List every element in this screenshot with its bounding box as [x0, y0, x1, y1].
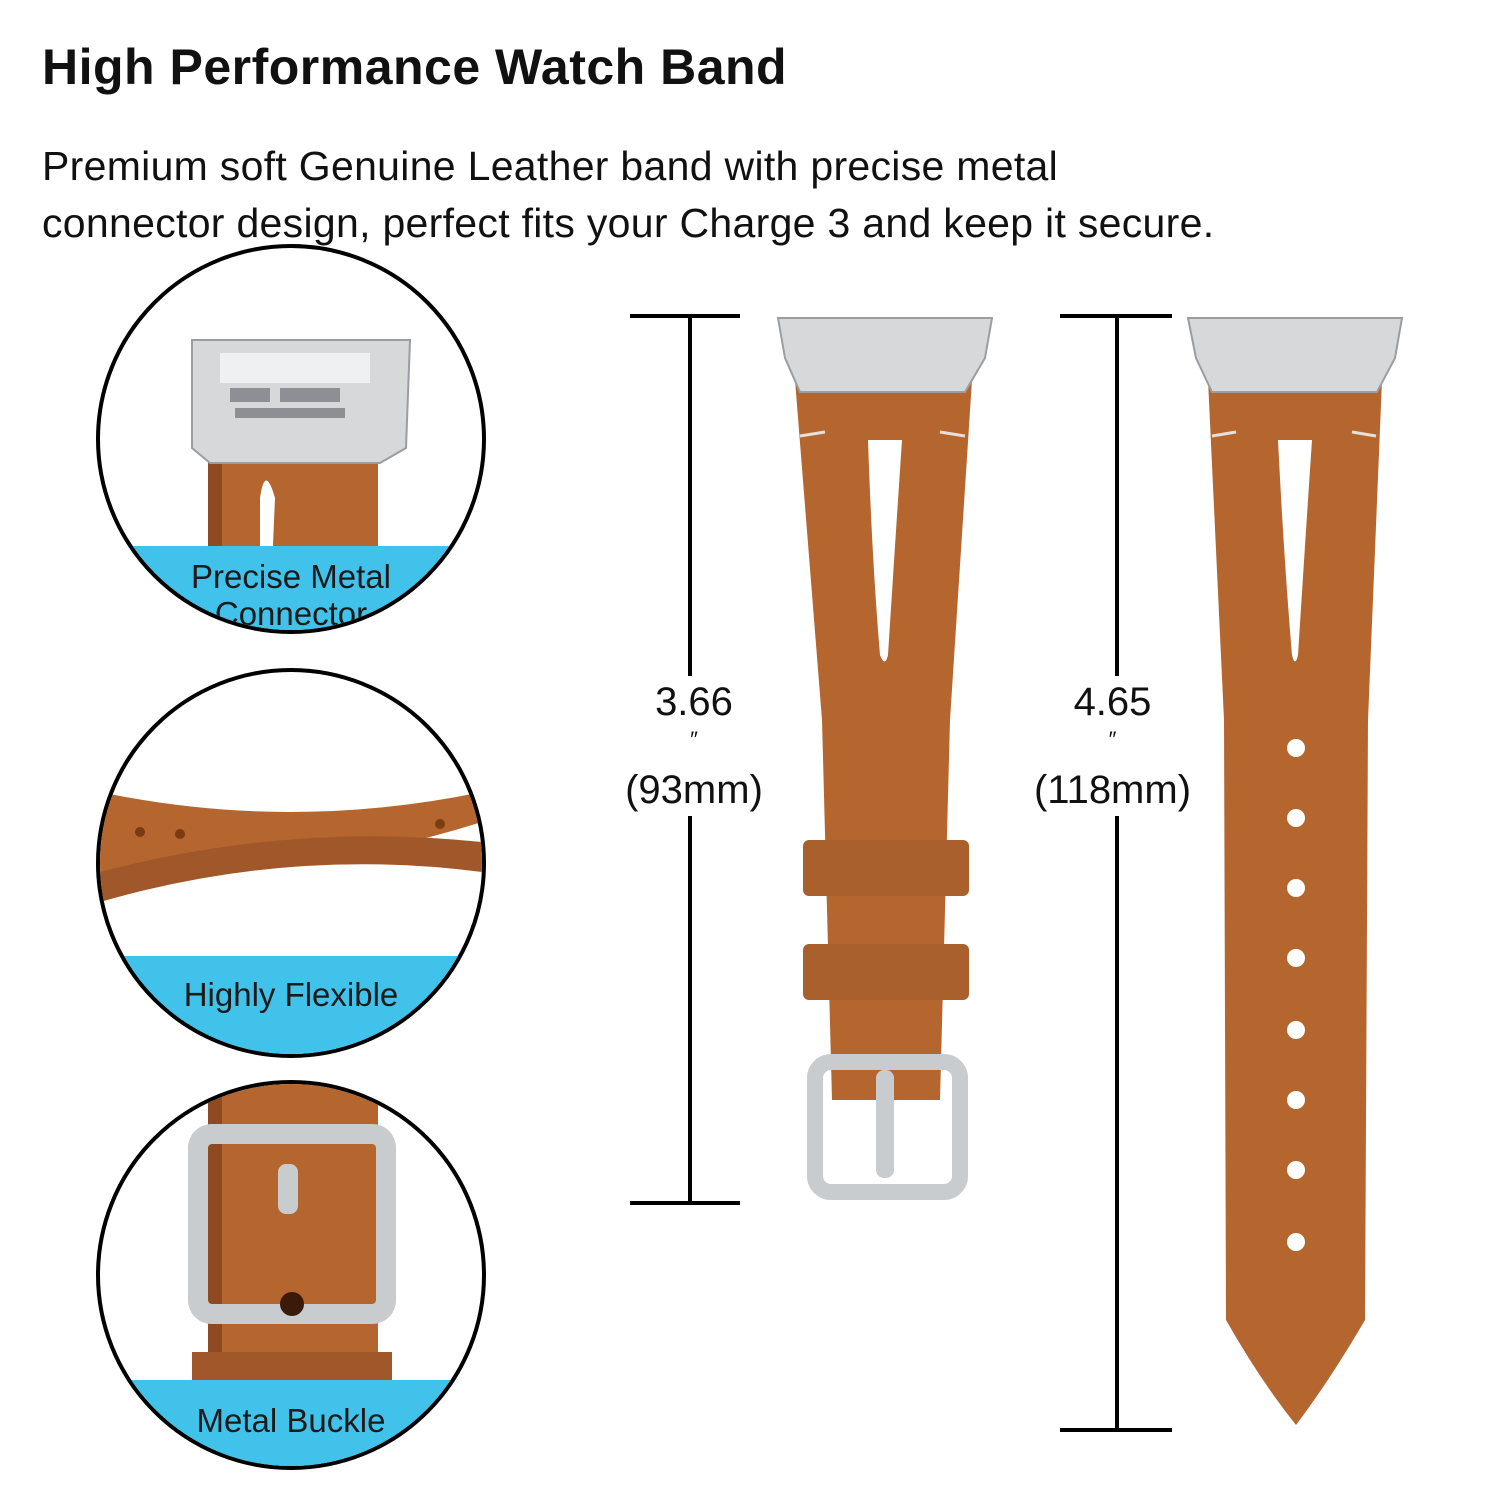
feature-banner — [100, 956, 482, 1054]
short-strap-length-label: 3.66 ″ (93mm) — [598, 676, 790, 816]
inch-mark: ″ — [690, 727, 698, 752]
buckle-icon — [807, 1054, 968, 1200]
product-description: Premium soft Genuine Leather band with p… — [42, 138, 1482, 252]
feature-label-line: Connector — [214, 595, 368, 632]
strap-hole — [1287, 879, 1305, 897]
long-strap-length-label: 4.65 ″ (118mm) — [1004, 676, 1221, 816]
feature-label-flexible: Highly Flexible — [100, 976, 482, 1013]
strap-keeper — [803, 840, 969, 896]
long-strap-connector — [1186, 317, 1404, 393]
inches-value: 3.66 — [655, 680, 733, 724]
long-strap-mm: (118mm) — [1033, 768, 1192, 812]
strap-hole — [1287, 739, 1305, 757]
short-strap — [776, 317, 994, 1200]
short-strap-connector — [776, 317, 994, 393]
feature-circle-flexible: Highly Flexible — [96, 668, 486, 1058]
feature-label-line: Precise Metal — [191, 558, 391, 595]
long-strap — [1186, 317, 1404, 1425]
long-strap-dimension-line — [1060, 314, 1172, 1432]
strap-hole — [1287, 1091, 1305, 1109]
short-strap-mm: (93mm) — [625, 768, 763, 812]
description-line-1: Premium soft Genuine Leather band with p… — [42, 143, 1059, 189]
inches-value: 4.65 — [1073, 680, 1152, 724]
twisted-strap-image — [100, 792, 482, 902]
inch-mark: ″ — [1108, 727, 1117, 752]
long-strap-inches: 4.65 ″ — [1010, 680, 1215, 768]
strap-hole — [1287, 1021, 1305, 1039]
strap-keeper — [803, 944, 969, 1000]
feature-banner — [100, 546, 482, 630]
feature-circle-buckle: Metal Buckle — [96, 1080, 486, 1470]
page-title: High Performance Watch Band — [42, 39, 788, 95]
strap-hole — [1287, 949, 1305, 967]
feature-label-line: Highly Flexible — [183, 976, 399, 1013]
feature-label-buckle: Metal Buckle — [100, 1402, 482, 1439]
strap-hole — [1287, 809, 1305, 827]
feature-circle-connector: Precise Metal Connector — [96, 244, 486, 634]
feature-label-connector: Precise Metal Connector — [100, 558, 482, 632]
strap-hole — [1287, 1233, 1305, 1251]
feature-label-line: Metal Buckle — [196, 1402, 386, 1439]
short-strap-inches: 3.66 ″ — [604, 680, 784, 768]
feature-banner — [100, 1380, 482, 1466]
description-line-2: connector design, perfect fits your Char… — [42, 200, 1215, 246]
strap-hole — [1287, 1161, 1305, 1179]
